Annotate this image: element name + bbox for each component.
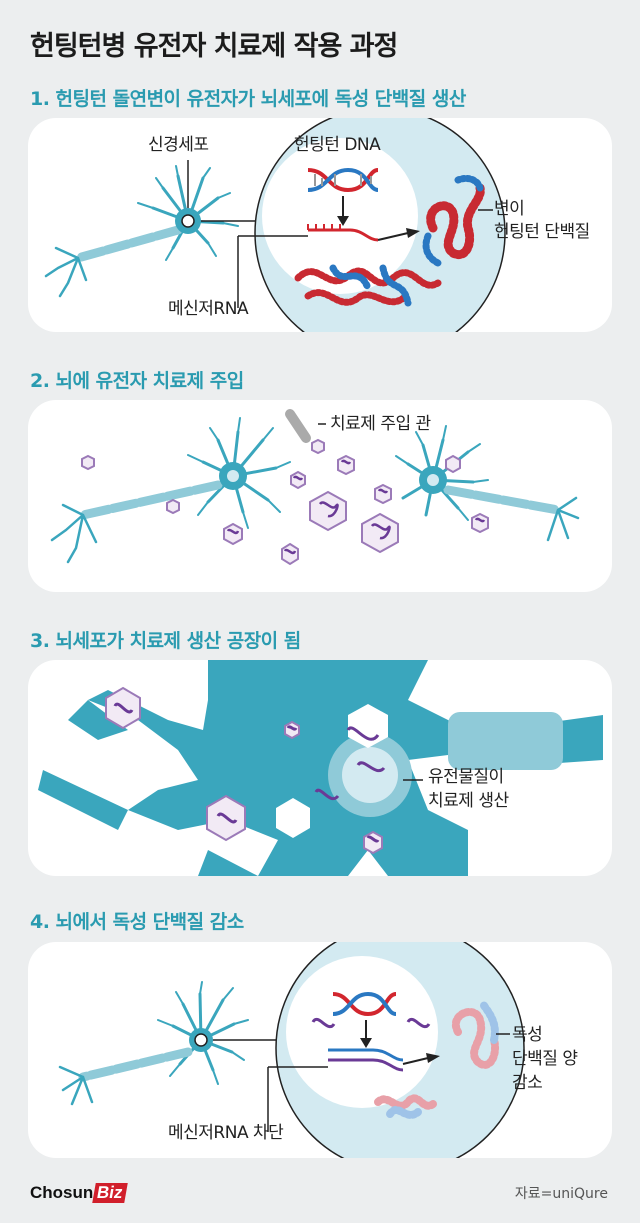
- mutant-protein-icon: [422, 174, 485, 267]
- logo-main-text: Chosun: [30, 1183, 94, 1202]
- gene-therapy-particle-icon: [81, 438, 489, 566]
- gene-label-line2: 치료제 생산: [428, 791, 509, 811]
- reduce-label-line2: 단백질 양: [512, 1049, 578, 1069]
- section-1-panel: 신경세포 헌팅턴 DNA 변이 헌팅턴 단백질 메신저RNA: [28, 118, 612, 332]
- protein-tangle-icon: [294, 264, 442, 307]
- mrna-label: 메신저RNA: [168, 299, 249, 319]
- reduce-label-line3: 감소: [512, 1073, 543, 1093]
- protein-label-line1: 변이: [494, 199, 525, 219]
- tube-label: 치료제 주입 관: [330, 414, 431, 434]
- gene-label-line1: 유전물질이: [428, 767, 504, 787]
- logo-accent-text: Biz: [92, 1183, 128, 1203]
- reduced-protein-icon: [374, 1000, 499, 1119]
- section-2-panel: 치료제 주입 관: [28, 400, 612, 592]
- dna-helix-icon: [332, 991, 397, 1017]
- section-3-illustration: [38, 660, 603, 876]
- dna-helix-icon: [307, 167, 379, 193]
- reduce-label-line1: 독성: [512, 1025, 543, 1045]
- section-4-panel: 독성 단백질 양 감소 메신저RNA 차단: [28, 942, 612, 1158]
- page-title: 헌팅턴병 유전자 치료제 작용 과정: [30, 31, 398, 62]
- section-4-illustration: [58, 942, 525, 1158]
- mrna-block-label: 메신저RNA 차단: [168, 1123, 284, 1143]
- source-credit: 자료=uniQure: [514, 1186, 608, 1202]
- section-2-illustration: [50, 409, 580, 566]
- section-3-heading: 3. 뇌세포가 치료제 생산 공장이 됨: [30, 630, 301, 652]
- dna-label: 헌팅턴 DNA: [294, 135, 381, 155]
- section-3-panel: 유전물질이 치료제 생산: [28, 660, 612, 876]
- section-1-illustration: [44, 118, 506, 332]
- neuron-label: 신경세포: [148, 135, 209, 155]
- section-4-heading: 4. 뇌에서 독성 단백질 감소: [30, 911, 244, 933]
- section-1-heading: 1. 헌팅턴 돌연변이 유전자가 뇌세포에 독성 단백질 생산: [30, 88, 466, 110]
- protein-label-line2: 헌팅턴 단백질: [494, 222, 590, 242]
- neuron-illustration: [44, 165, 261, 298]
- section-2-heading: 2. 뇌에 유전자 치료제 주입: [30, 370, 244, 392]
